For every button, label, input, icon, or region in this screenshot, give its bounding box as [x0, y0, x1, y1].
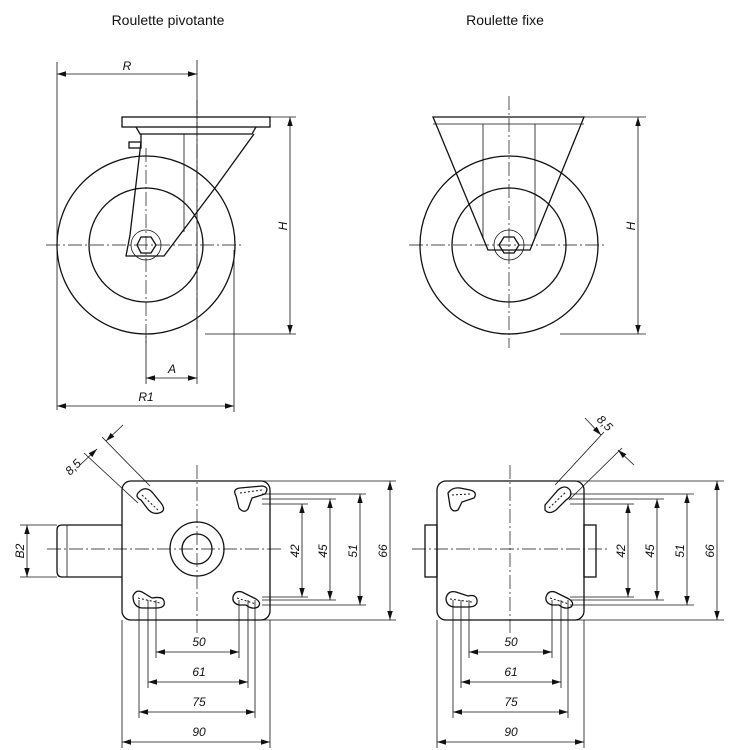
fixed-dim-51: 51 — [673, 544, 687, 557]
swivel-dim-50: 50 — [192, 635, 206, 649]
mounting-slot-bottom-right — [232, 590, 261, 609]
fixed-caster-title: Roulette fixe — [466, 12, 544, 28]
swivel-dim-61: 61 — [192, 665, 205, 679]
fixed-caster-side-view: H — [409, 96, 646, 348]
mounting-slot-top-left — [136, 488, 165, 515]
fixed-dim-66: 66 — [703, 544, 717, 558]
swivel-caster-top-view: 50 61 75 90 42 45 51 66 B2 8,5 — [13, 424, 396, 748]
fixed-mounting-slot-bottom-left — [445, 590, 478, 608]
swivel-dim-66: 66 — [376, 544, 390, 558]
swivel-caster-title: Roulette pivotante — [112, 12, 225, 28]
fixed-mounting-slot-bottom-right — [545, 590, 574, 609]
dimension-R1-label: R1 — [138, 390, 153, 404]
swivel-dim-45: 45 — [316, 544, 330, 558]
swivel-dim-42: 42 — [288, 544, 302, 558]
dimension-H-label-swivel: H — [276, 221, 290, 230]
dimension-A-label: A — [167, 362, 176, 376]
swivel-caster-side-view: R A R1 H — [46, 59, 296, 412]
swivel-slot-width-label: 8,5 — [62, 456, 84, 478]
fixed-dim-75: 75 — [504, 695, 518, 709]
fixed-mounting-slot-top-left — [447, 487, 476, 512]
fixed-dim-45: 45 — [643, 544, 657, 558]
fixed-dim-90: 90 — [504, 725, 518, 739]
dimension-H-label-fixed: H — [624, 221, 638, 230]
fixed-dim-42: 42 — [614, 544, 628, 558]
fixed-mounting-slot-top-right — [544, 486, 572, 514]
dimension-R-label: R — [123, 59, 132, 73]
fixed-caster-top-view: 50 61 75 90 42 45 51 66 8,5 — [412, 412, 724, 748]
fixed-dim-61: 61 — [504, 665, 517, 679]
swivel-dim-90: 90 — [192, 725, 206, 739]
swivel-dim-75: 75 — [192, 695, 206, 709]
dimension-B2-label: B2 — [13, 543, 27, 558]
mounting-slot-bottom-left — [132, 590, 165, 609]
fixed-dim-50: 50 — [504, 635, 518, 649]
mounting-slot-top-right — [234, 485, 268, 512]
swivel-dim-51: 51 — [346, 544, 360, 557]
